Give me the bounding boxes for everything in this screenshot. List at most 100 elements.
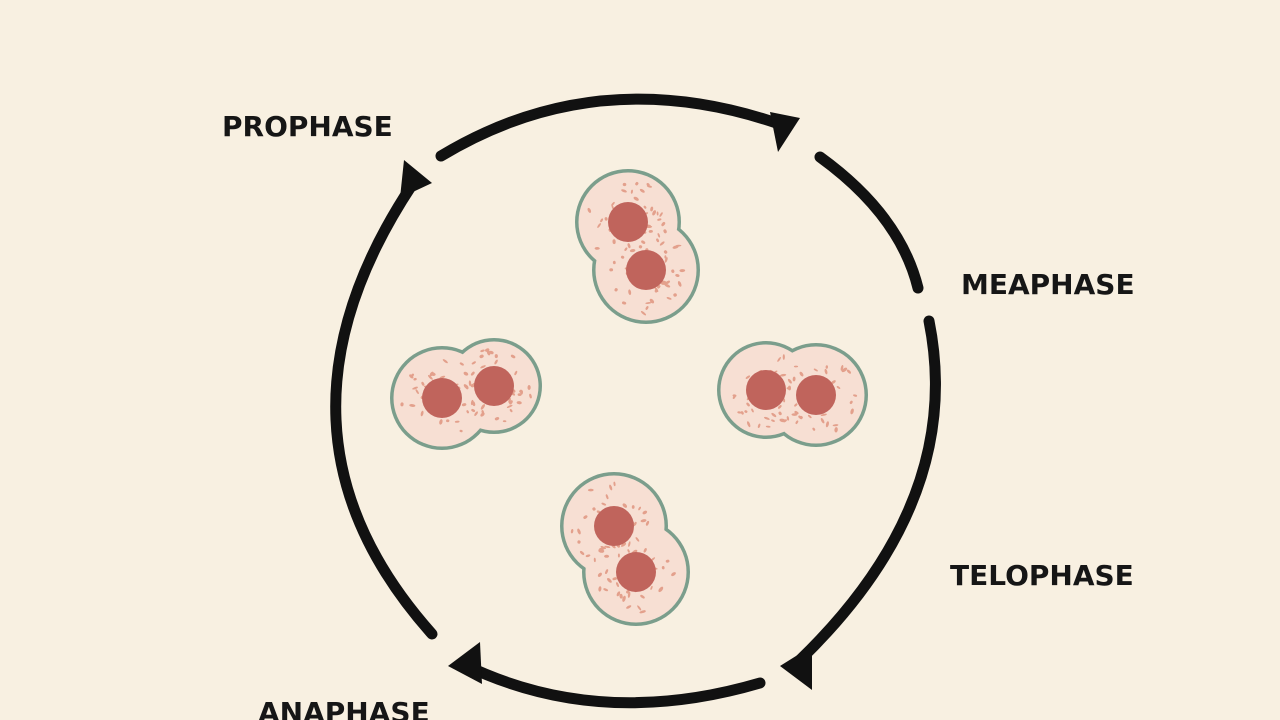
cytoplasm-granule [777, 356, 781, 362]
cytoplasm-granule [621, 301, 627, 305]
dividing-cell-right [717, 341, 868, 447]
cytoplasm-granule [459, 429, 463, 433]
cytoplasm-granule [840, 364, 844, 371]
cytoplasm-granule [661, 566, 665, 570]
cytoplasm-granule [616, 582, 619, 588]
cytoplasm-granule [621, 189, 627, 193]
cytoplasm-granule [597, 223, 601, 228]
cytoplasm-granule [794, 403, 798, 407]
cytoplasm-granule [665, 559, 670, 563]
arrowhead-top-right [770, 112, 800, 152]
cytoplasm-granule [470, 371, 475, 376]
cytoplasm-granule [605, 569, 609, 575]
ring-arc-right [794, 315, 941, 666]
cytoplasm-granule [645, 302, 652, 304]
cytoplasm-granule [579, 551, 585, 555]
cytoplasm-granule [502, 420, 507, 423]
cytoplasm-granule [786, 416, 790, 421]
cytoplasm-granule [853, 394, 858, 397]
cytoplasm-granule [609, 268, 614, 272]
dividing-cell-top [575, 169, 700, 324]
ring-arc-top [435, 93, 791, 162]
cytoplasm-granule [607, 578, 612, 583]
cytoplasm-granule [757, 423, 761, 429]
cytoplasm-granule [514, 370, 518, 376]
cytoplasm-granule [529, 393, 532, 399]
cytoplasm-granule [675, 274, 680, 277]
cytoplasm-granule [850, 408, 854, 415]
cytoplasm-granule [813, 368, 818, 372]
cytoplasm-granule [740, 411, 744, 415]
cytoplasm-granule [480, 365, 486, 369]
cytoplasm-granule [807, 414, 812, 419]
cytoplasm-granule [825, 365, 829, 369]
cytoplasm-granule [642, 510, 648, 515]
cytoplasm-granule [471, 408, 476, 413]
cytoplasm-granule [672, 245, 679, 249]
cytoplasm-granule [468, 380, 472, 387]
cytoplasm-granule [427, 375, 433, 380]
cytoplasm-granule [846, 369, 852, 374]
cytoplasm-granule [834, 427, 838, 433]
cytoplasm-granule [782, 354, 785, 360]
cytoplasm-granule [746, 402, 750, 407]
cell-nucleus [746, 370, 786, 410]
label-metaphase: MEAPHASE [961, 268, 1135, 301]
cytoplasm-granule [604, 217, 608, 221]
cytoplasm-granule [679, 269, 686, 273]
cytoplasm-granule [795, 420, 799, 425]
cytoplasm-granule [841, 367, 848, 373]
cytoplasm-granule [598, 586, 602, 592]
cytoplasm-granule [798, 415, 803, 420]
cytoplasm-granule [479, 354, 484, 359]
cytoplasm-granule [661, 280, 667, 284]
cytoplasm-granule [737, 411, 742, 414]
cytoplasm-granule [812, 427, 816, 431]
cytoplasm-granule [509, 408, 513, 413]
cytoplasm-granule [639, 188, 645, 193]
cytoplasm-granule [677, 281, 682, 287]
cytoplasm-granule [825, 421, 829, 428]
cytoplasm-granule [412, 386, 418, 390]
cytoplasm-granule [628, 289, 632, 295]
cytoplasm-granule [421, 381, 425, 386]
cytoplasm-granule [454, 420, 460, 423]
cytoplasm-granule [640, 594, 645, 599]
cytoplasm-granule [411, 373, 414, 377]
cytoplasm-granule [663, 250, 668, 254]
cytoplasm-granule [663, 229, 667, 234]
cytoplasm-granule [613, 481, 616, 487]
cytoplasm-granule [765, 425, 771, 428]
cytoplasm-granule [792, 376, 796, 382]
cytoplasm-granule [744, 410, 748, 413]
cycle-arrows [400, 112, 812, 690]
cytoplasm-granule [824, 368, 828, 375]
cytoplasm-granule [635, 181, 639, 186]
cytoplasm-granule [634, 521, 637, 526]
cytoplasm-granule [673, 293, 677, 297]
cytoplasm-granule [592, 507, 596, 511]
cell-nucleus [608, 202, 648, 242]
cytoplasm-granule [470, 384, 475, 388]
cytoplasm-granule [620, 255, 625, 259]
cytoplasm-granule [778, 405, 782, 409]
cytoplasm-granule [474, 411, 478, 417]
cytoplasm-granule [629, 249, 636, 253]
cytoplasm-granule [631, 505, 635, 509]
cytoplasm-granule [481, 410, 485, 415]
cytoplasm-granule [751, 408, 754, 413]
cell-nucleus [422, 378, 462, 418]
cytoplasm-granule [657, 233, 661, 238]
cytoplasm-granule [594, 246, 600, 250]
cytoplasm-granule [415, 389, 419, 394]
cytoplasm-granule [793, 365, 799, 368]
cytoplasm-granule [665, 280, 670, 285]
cytoplasm-granule [611, 201, 615, 206]
cytoplasm-granule [601, 502, 607, 506]
cytoplasm-granule [646, 225, 653, 229]
cytoplasm-granule [648, 229, 653, 233]
cytoplasm-granule [471, 361, 476, 365]
arrowhead-upper-left [400, 160, 432, 198]
cytoplasm-granule [671, 572, 676, 577]
